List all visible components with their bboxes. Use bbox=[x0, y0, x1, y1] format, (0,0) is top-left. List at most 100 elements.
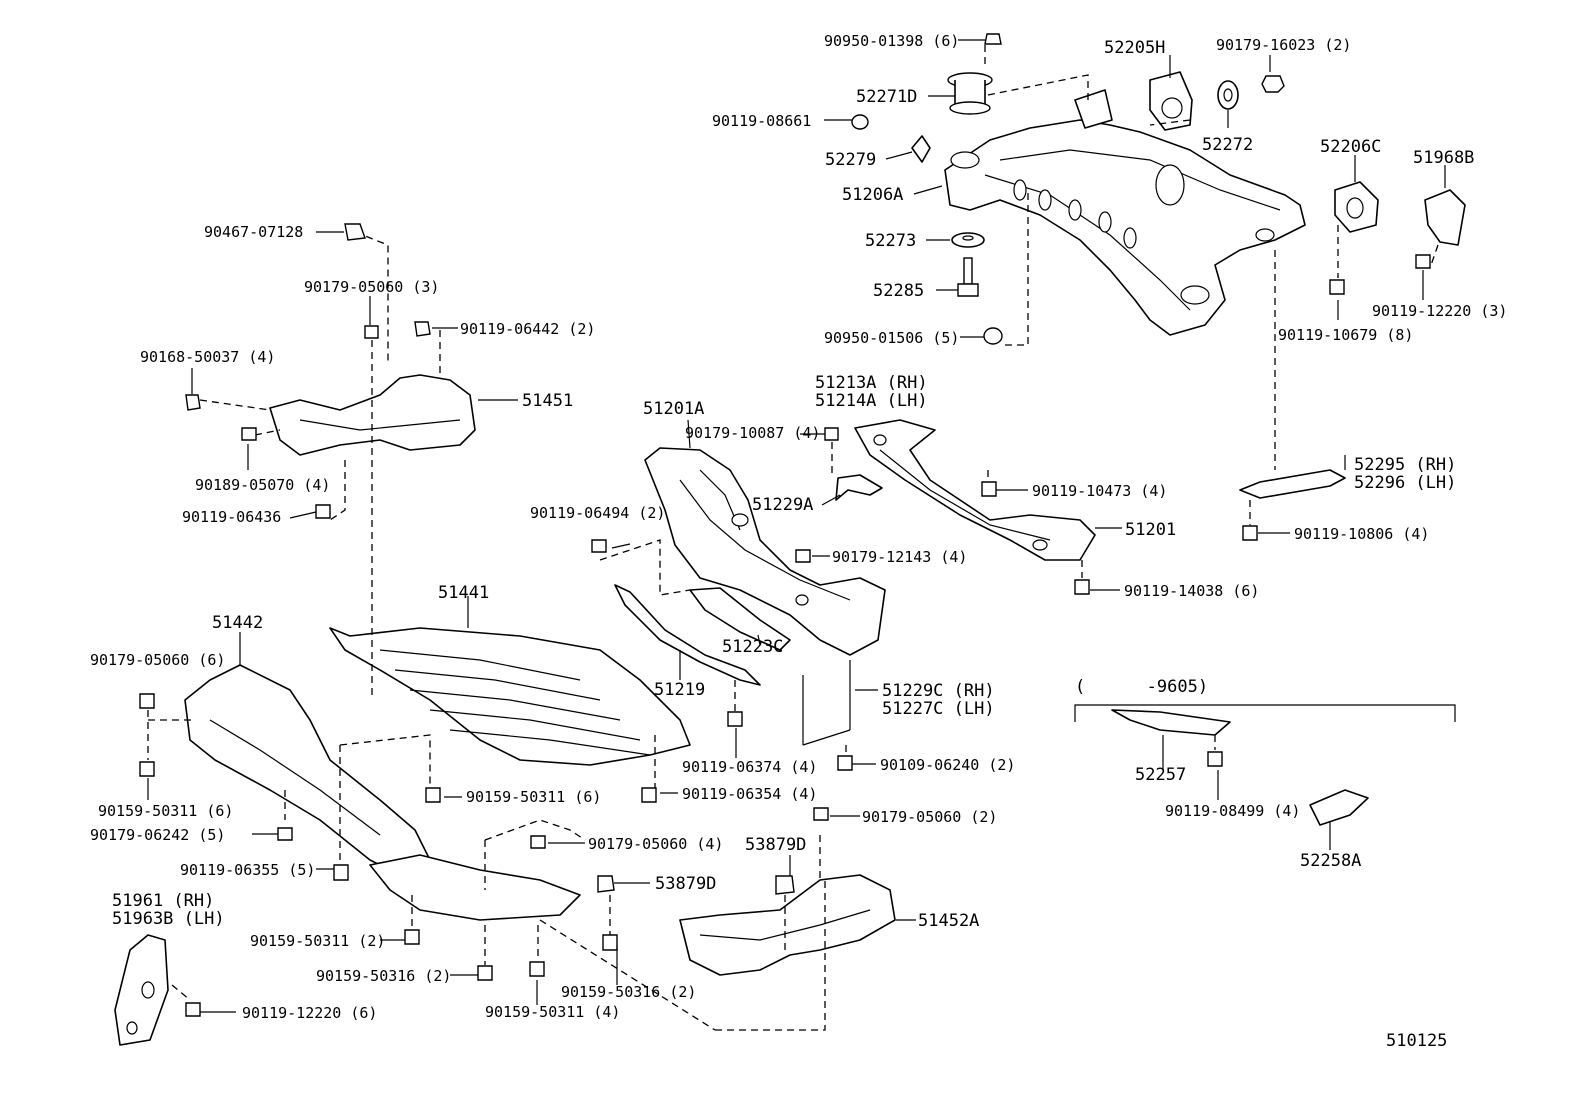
label-90119-06355: 90119-06355 (5) bbox=[180, 861, 315, 879]
label-51227C: 51227C (LH) bbox=[882, 699, 995, 719]
label-51229C: 51229C (RH) bbox=[882, 681, 995, 701]
fasteners bbox=[139, 223, 1431, 1017]
bushing-52271D bbox=[947, 72, 993, 115]
label-53879D-top: 53879D bbox=[745, 835, 806, 855]
label-90159-50316-2a: 90159-50316 (2) bbox=[316, 967, 451, 985]
label-51961: 51961 (RH) bbox=[112, 891, 214, 911]
label-51442: 51442 bbox=[212, 613, 263, 633]
label-52271D: 52271D bbox=[856, 87, 917, 107]
label-51223C: 51223C bbox=[722, 637, 783, 657]
clip-53879D-b bbox=[775, 875, 795, 895]
bracket-52279 bbox=[911, 135, 931, 163]
label-52257: 52257 bbox=[1135, 765, 1186, 785]
label-90119-10473: 90119-10473 (4) bbox=[1032, 482, 1167, 500]
label-90179-10087: 90179-10087 (4) bbox=[685, 424, 820, 442]
label-90119-10679: 90119-10679 (8) bbox=[1278, 326, 1413, 344]
label-51963B: 51963B (LH) bbox=[112, 909, 225, 929]
rear-crossmember-assembly bbox=[944, 89, 1306, 336]
under-cover-51441 bbox=[329, 627, 691, 766]
bracket-51219 bbox=[614, 584, 761, 686]
clip-53879D-a bbox=[597, 875, 615, 893]
label-90950-01506: 90950-01506 (5) bbox=[824, 329, 959, 347]
label-bracket-range: ( -9605) bbox=[1075, 677, 1208, 697]
label-51201: 51201 bbox=[1125, 520, 1176, 540]
bushing-52205H bbox=[1149, 71, 1193, 131]
label-90159-50311-6a: 90159-50311 (6) bbox=[98, 802, 233, 820]
rod-51229C bbox=[802, 660, 851, 746]
leader-lines bbox=[147, 39, 1446, 1013]
label-90109-06240: 90109-06240 (2) bbox=[880, 756, 1015, 774]
rear-crossmember bbox=[944, 119, 1306, 336]
label-90467-07128: 90467-07128 bbox=[204, 223, 303, 241]
label-90159-50316-2b: 90159-50316 (2) bbox=[561, 983, 696, 1001]
label-52258A: 52258A bbox=[1300, 851, 1361, 871]
label-90119-06494: 90119-06494 (2) bbox=[530, 504, 665, 522]
bracket-51229A bbox=[835, 474, 883, 501]
bracket-51968B bbox=[1424, 189, 1466, 246]
label-90119-12220-6: 90119-12220 (6) bbox=[242, 1004, 377, 1022]
under-cover-center bbox=[369, 854, 581, 921]
bracket-51961 bbox=[114, 934, 169, 1046]
label-52205H: 52205H bbox=[1104, 38, 1165, 58]
cover-51452A bbox=[679, 874, 896, 976]
label-90950-01398: 90950-01398 (6) bbox=[824, 32, 959, 50]
label-52273: 52273 bbox=[865, 231, 916, 251]
label-52206C: 52206C bbox=[1320, 137, 1381, 157]
bracket-range-line bbox=[1074, 704, 1456, 722]
label-90159-50311-4: 90159-50311 (4) bbox=[485, 1003, 620, 1021]
label-51441: 51441 bbox=[438, 583, 489, 603]
label-52279: 52279 bbox=[825, 150, 876, 170]
label-90119-06374: 90119-06374 (4) bbox=[682, 758, 817, 776]
diagram-id: 510125 bbox=[1386, 1031, 1447, 1051]
nut-90119-08661 bbox=[851, 114, 869, 130]
label-51451: 51451 bbox=[522, 391, 573, 411]
label-90119-08499: 90119-08499 (4) bbox=[1165, 802, 1300, 820]
label-90179-05060-6: 90179-05060 (6) bbox=[90, 651, 225, 669]
label-52296: 52296 (LH) bbox=[1354, 473, 1456, 493]
label-51219: 51219 bbox=[654, 680, 705, 700]
bushing-52206C bbox=[1334, 181, 1379, 233]
crossmember-brace-51213A bbox=[854, 419, 1096, 561]
bracket-51223C bbox=[689, 587, 791, 651]
label-51968B: 51968B bbox=[1413, 148, 1474, 168]
label-90179-16023: 90179-16023 (2) bbox=[1216, 36, 1351, 54]
label-90179-06242: 90179-06242 (5) bbox=[90, 826, 225, 844]
label-90119-10806: 90119-10806 (4) bbox=[1294, 525, 1429, 543]
label-51452A: 51452A bbox=[918, 911, 979, 931]
label-90119-14038: 90119-14038 (6) bbox=[1124, 582, 1259, 600]
bolt-52285 bbox=[957, 257, 979, 297]
nut-90179-16023 bbox=[1261, 75, 1285, 93]
label-52272: 52272 bbox=[1202, 135, 1253, 155]
label-90159-50311-6b: 90159-50311 (6) bbox=[466, 788, 601, 806]
bushing-52272 bbox=[1217, 80, 1239, 110]
label-52285: 52285 bbox=[873, 281, 924, 301]
front-crossmember-51201A bbox=[644, 447, 886, 656]
label-51213A: 51213A (RH) bbox=[815, 373, 928, 393]
label-51201A: 51201A bbox=[643, 399, 704, 419]
bolt-90950-01398 bbox=[984, 33, 1002, 45]
label-90179-12143: 90179-12143 (4) bbox=[832, 548, 967, 566]
label-90159-50311-2: 90159-50311 (2) bbox=[250, 932, 385, 950]
label-90179-05060-4: 90179-05060 (4) bbox=[588, 835, 723, 853]
label-90119-08661: 90119-08661 bbox=[712, 112, 811, 130]
label-51229A: 51229A bbox=[752, 495, 813, 515]
label-90168-50037: 90168-50037 (4) bbox=[140, 348, 275, 366]
bracket-52257 bbox=[1111, 709, 1231, 736]
arm-52295 bbox=[1239, 469, 1346, 499]
label-90119-12220-3: 90119-12220 (3) bbox=[1372, 302, 1507, 320]
under-cover-51442 bbox=[184, 664, 431, 881]
nut-90950-01506 bbox=[983, 327, 1003, 345]
label-51214A: 51214A (LH) bbox=[815, 391, 928, 411]
bracket-52258A bbox=[1309, 789, 1369, 826]
labels: 90950-01398 (6) 52205H 90179-16023 (2) 5… bbox=[90, 32, 1507, 1051]
label-90119-06442: 90119-06442 (2) bbox=[460, 320, 595, 338]
label-90179-05060-3: 90179-05060 (3) bbox=[304, 278, 439, 296]
washer-52273 bbox=[951, 232, 985, 248]
label-51206A: 51206A bbox=[842, 185, 903, 205]
label-90119-06436: 90119-06436 bbox=[182, 508, 281, 526]
label-53879D-side: 53879D bbox=[655, 874, 716, 894]
label-90179-05060-2: 90179-05060 (2) bbox=[862, 808, 997, 826]
label-52295: 52295 (RH) bbox=[1354, 455, 1456, 475]
